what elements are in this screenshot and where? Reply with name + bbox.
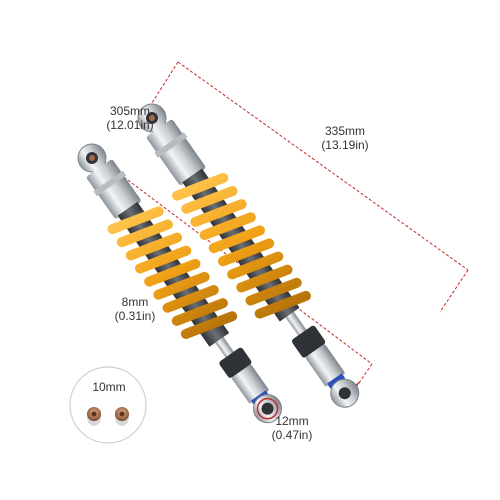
- bushing-left: [87, 407, 101, 426]
- label-mm: 335mm: [324, 124, 365, 138]
- label-in: (0.47in): [271, 428, 313, 442]
- bushing-right: [115, 407, 129, 426]
- spring-short: [107, 201, 238, 347]
- dimension-label-335mm: 335mm (13.19in): [305, 124, 385, 152]
- label-mm: 12mm: [275, 414, 309, 428]
- label-in: (12.01in): [106, 118, 154, 132]
- dimension-label-8mm: 8mm (0.31in): [102, 295, 168, 323]
- label-mm: 8mm: [121, 295, 149, 309]
- dimension-label-12mm: 12mm (0.47in): [260, 414, 324, 442]
- dimension-label-10mm: 10mm: [84, 380, 134, 394]
- shock-absorber-short: [77, 143, 283, 424]
- label-in: (13.19in): [321, 138, 369, 152]
- bushing-inset: [69, 366, 147, 444]
- dimension-label-305mm: 305mm (12.01in): [95, 104, 165, 132]
- spring-long: [172, 168, 311, 322]
- label-mm: 305mm: [109, 104, 150, 118]
- dimension-line-long: [149, 61, 469, 313]
- label-in: (0.31in): [114, 309, 156, 323]
- shock-absorber-long: [137, 103, 360, 408]
- label-mm: 10mm: [92, 380, 126, 394]
